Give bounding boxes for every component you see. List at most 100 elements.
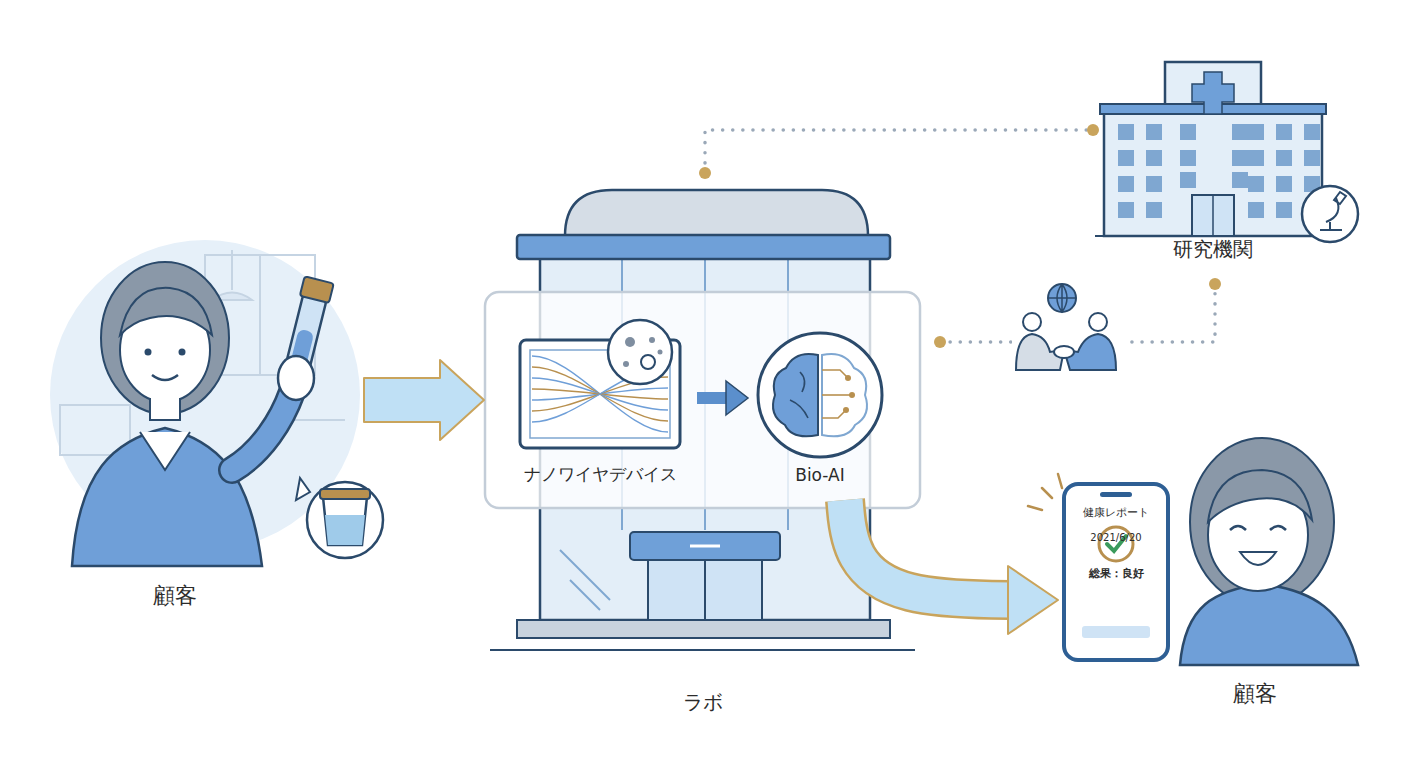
customer-scene <box>150 398 180 420</box>
customer-scene <box>232 392 292 470</box>
research-institute-building <box>1146 124 1162 140</box>
customer-scene <box>307 482 383 558</box>
research-institute-building <box>1304 124 1320 140</box>
connector <box>364 360 484 440</box>
research-institute-building <box>1095 62 1358 242</box>
nanowire-device-icon <box>658 350 663 355</box>
lab-building <box>490 649 915 651</box>
customer-scene <box>278 356 314 400</box>
research-institute-building <box>1118 150 1134 166</box>
research-institute-building <box>1232 150 1248 166</box>
research-institute-building <box>1232 124 1248 140</box>
lab-building <box>485 292 920 508</box>
lab-building <box>565 190 868 236</box>
nanowire-device-icon <box>641 355 655 369</box>
node-label: ナノワイヤデバイス <box>510 464 690 484</box>
customer-scene <box>232 392 292 470</box>
report-check-icon <box>1082 626 1150 638</box>
bio-ai-icon <box>822 370 848 378</box>
customer-scene <box>152 375 178 380</box>
lab-building <box>570 580 600 610</box>
customer-scene <box>325 515 365 545</box>
customer-scene <box>101 262 229 414</box>
connector <box>705 130 1093 173</box>
customer-scene <box>145 349 152 356</box>
connector <box>699 167 711 179</box>
research-institute-building <box>1302 186 1358 242</box>
report-check-icon <box>1100 492 1132 497</box>
research-institute-building <box>1192 72 1234 114</box>
bio-ai-icon <box>773 354 818 436</box>
bio-ai-icon <box>822 394 852 396</box>
lab-building <box>560 550 610 600</box>
bio-ai-icon <box>845 375 851 381</box>
customer-scene <box>231 250 233 290</box>
customer-label: 顧客 <box>1233 681 1277 707</box>
customer-scene <box>259 255 261 375</box>
research-institute-building <box>1146 202 1162 218</box>
node-label: 研究機関 <box>1093 237 1333 261</box>
connector <box>697 392 730 404</box>
report-check-icon <box>1099 527 1133 561</box>
bio-ai-node: Bio-AI <box>750 325 890 500</box>
lab-building <box>648 560 762 620</box>
research-institute-building <box>1304 150 1320 166</box>
customer-scene <box>300 276 334 303</box>
customer-scene <box>50 240 383 566</box>
nanowire-device-icon <box>649 337 655 343</box>
connector <box>845 500 1010 600</box>
research-institute-building <box>1232 172 1248 188</box>
partnership-icon <box>1089 313 1107 331</box>
research-institute-building <box>1320 192 1346 230</box>
customer-scene <box>60 250 345 455</box>
research-institute-building <box>1104 106 1322 236</box>
node-label: ラボ <box>491 690 916 714</box>
connector <box>726 381 748 415</box>
customer-happy <box>1028 438 1358 665</box>
connector <box>1087 124 1099 136</box>
lab-building <box>690 545 720 548</box>
connector <box>1209 278 1221 290</box>
connector <box>364 360 484 440</box>
device-node: ナノワイヤデバイス <box>515 330 695 495</box>
partnership-icon <box>1023 313 1041 331</box>
connector <box>1008 566 1058 634</box>
research-institute-building <box>1118 176 1134 192</box>
connector <box>845 500 1010 600</box>
customer-scene <box>296 478 310 500</box>
nanowire-device-icon <box>623 361 629 367</box>
research-institute-building <box>1276 124 1292 140</box>
bio-ai-icon <box>790 372 808 418</box>
report-text: 健康レポート <box>1066 506 1166 519</box>
partnership-icon <box>1012 282 1124 374</box>
bio-ai-icon <box>822 354 867 436</box>
lab-building <box>630 532 780 560</box>
bio-ai-icon <box>758 333 882 457</box>
research-institute-building <box>1146 176 1162 192</box>
customer-happy <box>1240 552 1276 565</box>
lab-building <box>517 620 890 638</box>
customer-scene <box>72 428 262 566</box>
lab-building <box>517 235 890 259</box>
research-institute-building <box>1118 124 1134 140</box>
report-text: 2021/6/20 <box>1066 532 1166 544</box>
customer-happy <box>1190 438 1334 606</box>
research-institute-building <box>1095 235 1335 237</box>
research-institute-building <box>1180 124 1196 140</box>
connector <box>697 381 748 415</box>
nanowire-device-icon <box>520 320 680 448</box>
node-label: 顧客 <box>19 583 331 609</box>
nanowire-device-icon <box>608 320 672 384</box>
partnership-icon <box>1048 284 1076 312</box>
research-institute-building <box>1118 202 1134 218</box>
research-institute-building <box>1146 150 1162 166</box>
research-institute-node: 研究機関 <box>1095 55 1335 280</box>
research-institute-building <box>1212 195 1214 236</box>
customer-node: 顧客 <box>50 238 362 630</box>
customer-scene <box>323 497 367 545</box>
customer-happy <box>1208 470 1312 522</box>
research-institute-building <box>1276 202 1292 218</box>
